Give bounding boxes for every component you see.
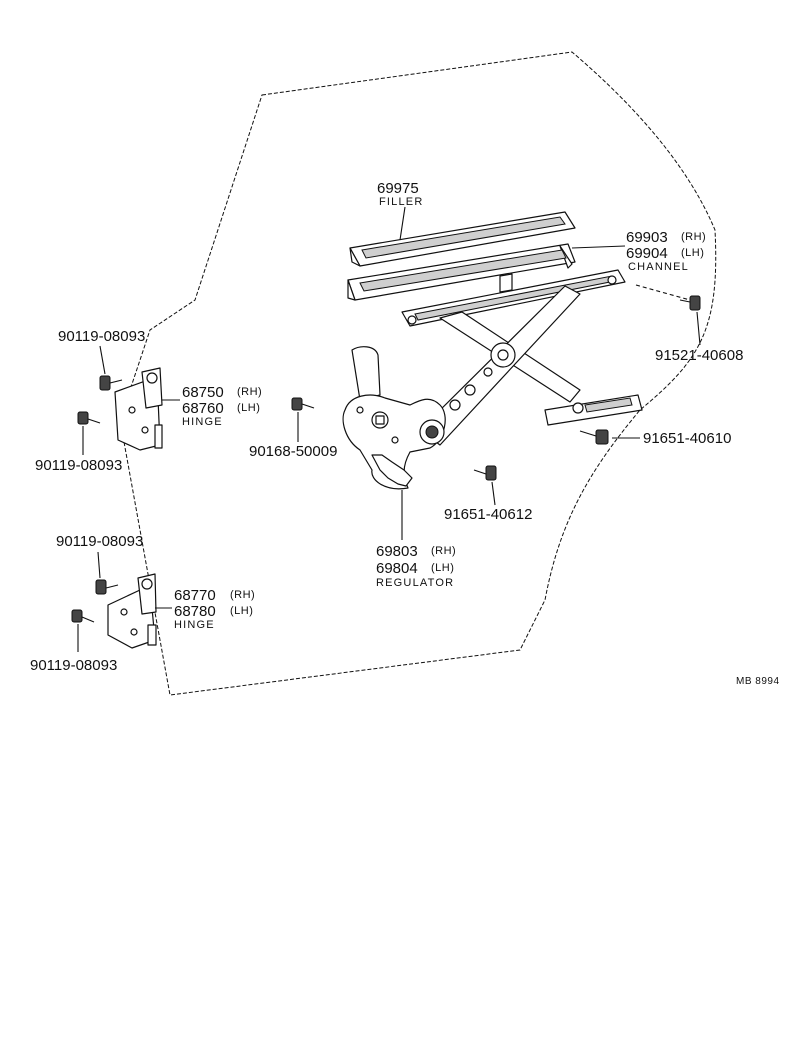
lower-hinge-lh-suffix: (LH) [230,605,253,617]
lower-hinge-rh-number: 68770 [174,587,216,604]
channel-lh-suffix: (LH) [681,247,704,259]
regulator-rh-suffix: (RH) [431,545,456,557]
regulator-lh-suffix: (LH) [431,562,454,574]
channel-lh-number: 69904 [626,245,668,262]
regulator-lower-rail [544,394,643,426]
channel-rh-suffix: (RH) [681,231,706,243]
channel-name: CHANNEL [628,261,689,273]
lower-hinge-label: 68770 (RH) 68780 (LH) HINGE [174,587,255,631]
upper-hinge-rh-suffix: (RH) [237,386,262,398]
bolt-icon [473,465,497,481]
bolt-channel-part-number: 91521-40608 [655,347,743,364]
filler-label: 69975 FILLER [377,180,424,208]
lower-hinge-lh-number: 68780 [174,603,216,620]
bolt-middle-part-number: 90168-50009 [249,443,337,460]
bolt-icon [99,375,123,391]
upper-hinge-name: HINGE [182,416,223,428]
bolt-regulator-right-part-number: 91651-40610 [643,430,731,447]
upper-hinge-label: 68750 (RH) 68760 (LH) HINGE [182,384,262,428]
regulator-arms [419,285,581,446]
hinge-bolt-part-number: 90119-08093 [35,457,122,474]
regulator-name: REGULATOR [376,577,454,589]
bolt-icon [679,295,701,311]
upper-hinge-lh-suffix: (LH) [237,402,260,414]
bolt-regulator-lower-part-number: 91651-40612 [444,506,532,523]
upper-hinge-part [114,367,163,451]
channel-label: 69903 (RH) 69904 (LH) CHANNEL [626,229,706,273]
channel-rh-number: 69903 [626,229,668,246]
lower-hinge-part [107,573,157,649]
bolt-icon [95,579,119,595]
regulator-rh-number: 69803 [376,543,418,560]
bolt-icon [579,429,609,445]
filler-part-number: 69975 [377,180,419,197]
upper-hinge-lh-number: 68760 [182,400,224,417]
bolt-icon [291,397,315,411]
regulator-label: 69803 (RH) 69804 (LH) REGULATOR [376,543,456,589]
door-outline [119,51,717,696]
leader-lines [77,206,701,652]
hinge-bolt-part-number: 90119-08093 [30,657,117,674]
bolt-icon [71,609,95,623]
regulator-base [342,346,446,490]
upper-hinge-rh-number: 68750 [182,384,224,401]
regulator-lh-number: 69804 [376,560,418,577]
channel-part [347,243,576,301]
lower-hinge-name: HINGE [174,619,215,631]
filler-name: FILLER [379,196,424,208]
lower-hinge-rh-suffix: (RH) [230,589,255,601]
reference-code: MB 8994 [736,676,780,687]
filler-part [349,211,576,267]
hinge-bolt-part-number: 90119-08093 [56,533,143,550]
hinge-bolt-part-number: 90119-08093 [58,328,145,345]
bolt-icon [77,411,101,425]
